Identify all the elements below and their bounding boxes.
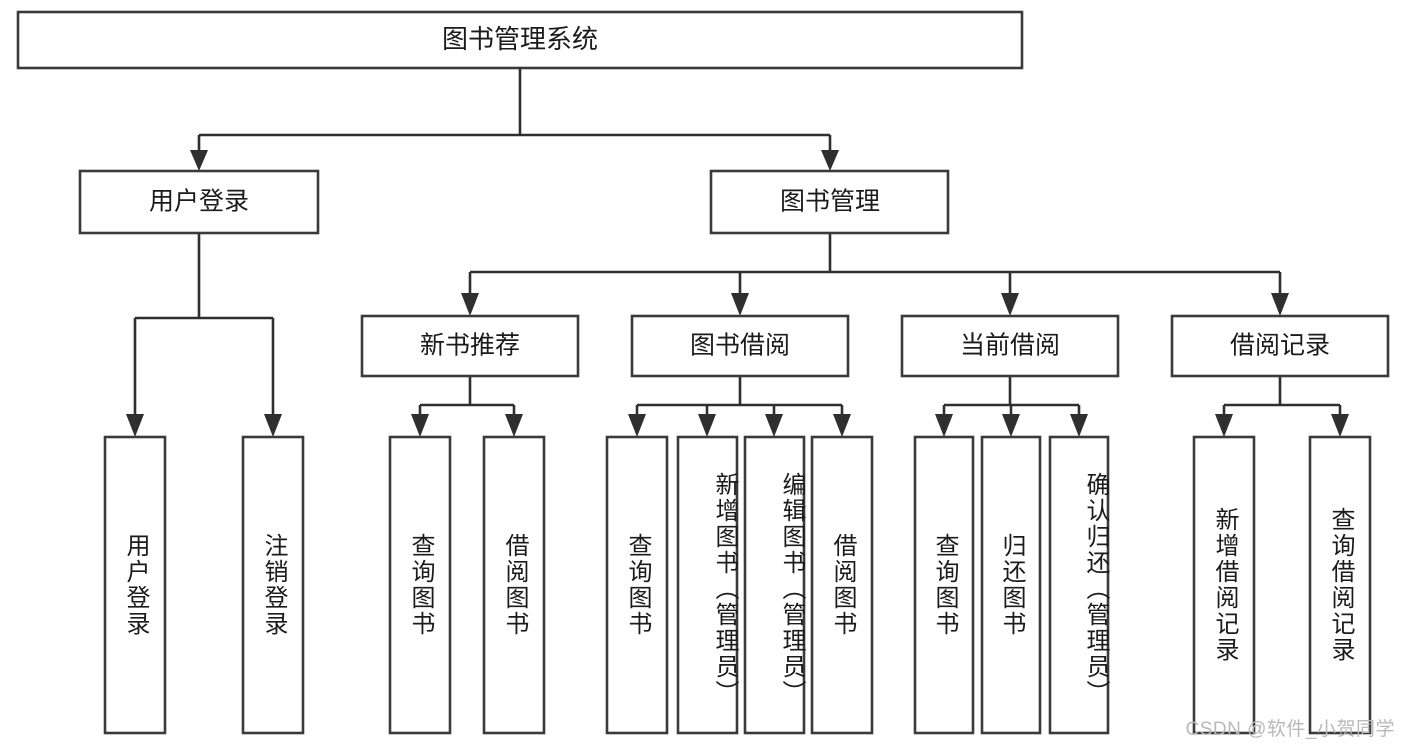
node-book-borrow-label: 图书借阅 bbox=[690, 332, 790, 360]
node-borrow-record-box[interactable] bbox=[1170, 314, 1390, 378]
node-borrow-record[interactable]: 借阅记录 bbox=[1170, 314, 1390, 378]
node-new-book-recommend-label: 新书推荐 bbox=[420, 332, 520, 360]
leaf-add-record-box[interactable] bbox=[1192, 435, 1256, 735]
arrow-head-borrow-record bbox=[1271, 293, 1289, 316]
arrow-head-leaf-return-book bbox=[1002, 414, 1020, 437]
node-root[interactable]: 图书管理系统 bbox=[16, 10, 1024, 70]
arrow-head-leaf-user-login bbox=[126, 414, 144, 437]
leaf-logout-box[interactable] bbox=[241, 435, 305, 735]
arrow-head-leaf-borrow-book-1 bbox=[505, 414, 523, 437]
leaf-query-book-1-box[interactable] bbox=[388, 435, 452, 735]
leaf-confirm-return-box[interactable] bbox=[1048, 435, 1110, 735]
arrow-head-leaf-confirm-return bbox=[1070, 414, 1088, 437]
arrow-head-leaf-query-book-2 bbox=[628, 414, 646, 437]
node-book-manage-label: 图书管理 bbox=[780, 188, 880, 216]
leaf-add-book-box[interactable] bbox=[676, 435, 739, 735]
node-book-manage-box[interactable] bbox=[709, 169, 950, 235]
arrow-head-leaf-query-book-1 bbox=[411, 414, 429, 437]
node-new-book-recommend[interactable]: 新书推荐 bbox=[360, 314, 580, 378]
node-current-borrow[interactable]: 当前借阅 bbox=[900, 314, 1120, 378]
node-current-borrow-box[interactable] bbox=[900, 314, 1120, 378]
arrow-head-leaf-add-book bbox=[698, 414, 716, 437]
arrow-head-leaf-query-book-3 bbox=[935, 414, 953, 437]
arrow-head-new-book-recommend bbox=[461, 293, 479, 316]
connector-group-book-manage bbox=[461, 233, 1289, 316]
node-root-box[interactable] bbox=[16, 10, 1024, 70]
connector-group-current-borrow bbox=[935, 376, 1088, 437]
leaf-borrow-book-2-box[interactable] bbox=[810, 435, 874, 735]
connector-group-borrow-record bbox=[1215, 376, 1349, 437]
watermark-text: CSDN @软件_小贺同学 bbox=[1185, 719, 1395, 740]
connector-group-book-borrow bbox=[628, 376, 851, 437]
connector-group-user-login bbox=[126, 233, 282, 437]
arrow-head-leaf-add-record bbox=[1215, 414, 1233, 437]
leaf-boxes-group bbox=[103, 435, 1372, 735]
leaf-query-record-box[interactable] bbox=[1308, 435, 1372, 735]
arrow-head-leaf-borrow-book-2 bbox=[833, 414, 851, 437]
leaf-edit-book-box[interactable] bbox=[743, 435, 806, 735]
node-root-label: 图书管理系统 bbox=[442, 24, 598, 54]
node-book-manage[interactable]: 图书管理 bbox=[709, 169, 950, 235]
leaf-query-book-3-box[interactable] bbox=[913, 435, 975, 735]
connector-group-new-book-recommend bbox=[411, 376, 523, 437]
connector-group-root bbox=[190, 68, 839, 171]
node-book-borrow[interactable]: 图书借阅 bbox=[630, 314, 850, 378]
arrow-head-book-manage bbox=[821, 150, 839, 171]
leaf-return-book-box[interactable] bbox=[980, 435, 1042, 735]
arrow-head-leaf-logout bbox=[264, 414, 282, 437]
arrow-head-leaf-edit-book bbox=[765, 414, 783, 437]
leaf-borrow-book-1-box[interactable] bbox=[482, 435, 546, 735]
node-new-book-recommend-box[interactable] bbox=[360, 314, 580, 378]
node-book-borrow-box[interactable] bbox=[630, 314, 850, 378]
arrow-head-user-login bbox=[190, 150, 208, 171]
node-current-borrow-label: 当前借阅 bbox=[960, 332, 1060, 360]
node-borrow-record-label: 借阅记录 bbox=[1230, 332, 1330, 360]
node-user-login-box[interactable] bbox=[78, 169, 320, 235]
leaf-user-login-box[interactable] bbox=[103, 435, 167, 735]
node-user-login[interactable]: 用户登录 bbox=[78, 169, 320, 235]
arrow-head-current-borrow bbox=[1001, 293, 1019, 316]
leaf-query-book-2-box[interactable] bbox=[605, 435, 669, 735]
arrow-head-book-borrow bbox=[731, 293, 749, 316]
node-user-login-label: 用户登录 bbox=[149, 188, 249, 216]
arrow-head-leaf-query-record bbox=[1331, 414, 1349, 437]
